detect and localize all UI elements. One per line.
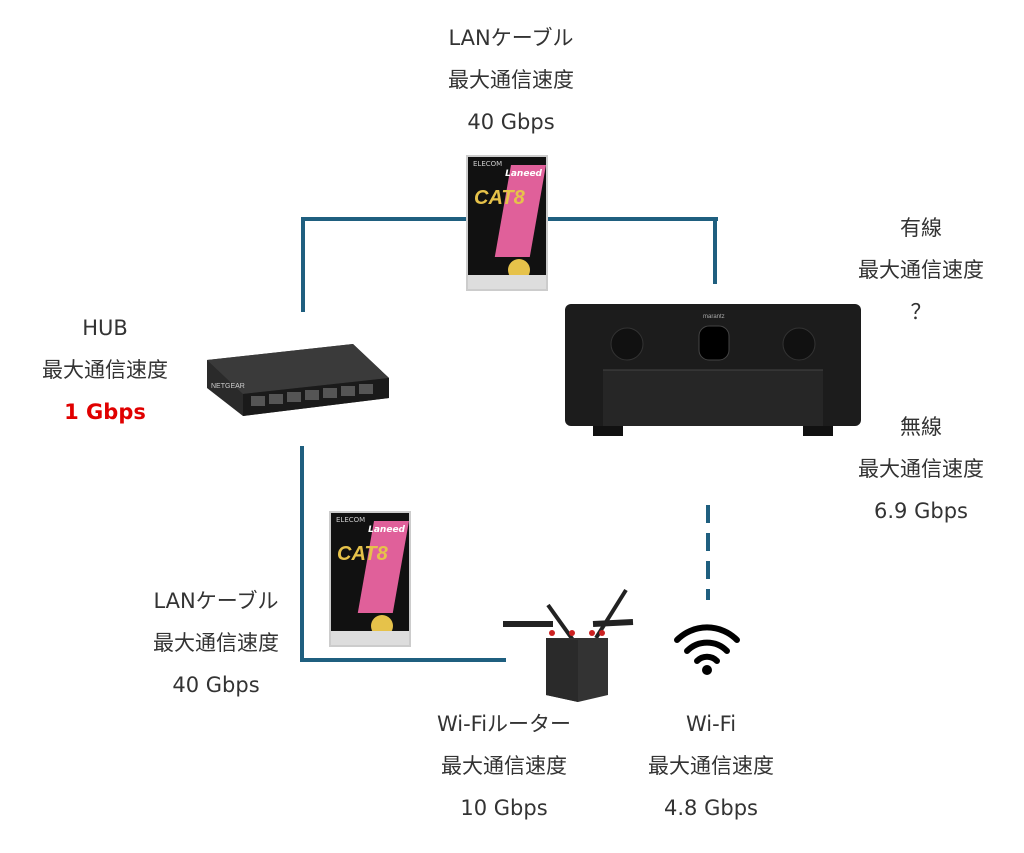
lan-cable-package-icon: ELECOM Laneed CAT8 (329, 511, 411, 647)
connector-top-right (713, 217, 717, 284)
svg-text:NETGEAR: NETGEAR (211, 383, 245, 390)
wireless-dashed-connector (706, 505, 710, 600)
connector-top-left (301, 217, 305, 312)
connector-bottom-horizontal (300, 658, 506, 662)
hub-speed-highlight: 1 Gbps (64, 400, 146, 424)
wifi-icon (674, 624, 740, 675)
svg-text:marantz: marantz (703, 314, 725, 320)
lan-cable-package-icon: ELECOM Laneed CAT8 (466, 155, 548, 291)
label-wired: 有線最大通信速度？ (858, 216, 984, 324)
network-switch-icon: NETGEAR (207, 344, 389, 416)
wifi-router-icon (503, 588, 634, 702)
av-receiver-icon: marantz (565, 304, 861, 436)
connector-bottom-vertical (300, 446, 304, 662)
